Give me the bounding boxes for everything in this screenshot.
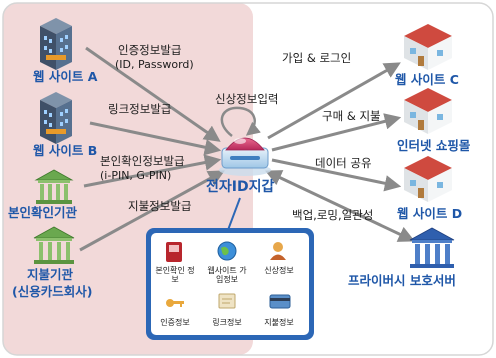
auth-issue-sub-label: (ID, Password): [115, 58, 194, 71]
payment-org-temple-icon: [33, 226, 75, 264]
site-a-label: 웹 사이트 A: [33, 69, 98, 84]
self-input-loop: [220, 106, 261, 137]
buy-pay-label: 구매 & 지불: [322, 109, 381, 123]
site-c-label: 웹 사이트 C: [395, 72, 459, 87]
link-document-icon: [218, 293, 236, 309]
identity-issue-sub-label: (i-PIN, G-PIN): [100, 169, 172, 182]
site-b-label: 웹 사이트 B: [33, 143, 98, 158]
payment-card-icon: [269, 294, 291, 309]
id-card-book-icon: [166, 242, 182, 262]
wallet-contents-box: 본인확인 정보 웹사이트 가입정보 신상정보 인증정보 링크정보 지불정보: [146, 228, 314, 340]
website-b-building-icon: [40, 92, 72, 144]
backup-label: 백업,로밍,일관성: [292, 208, 374, 222]
website-c-house-icon: [404, 24, 452, 70]
arrow-backup: [265, 170, 415, 242]
wallet-contents-inner: 본인확인 정보 웹사이트 가입정보 신상정보 인증정보 링크정보 지불정보: [151, 233, 309, 335]
privacy-server-temple-icon: [409, 227, 455, 268]
identity-issue-label: 본인확인정보발급: [100, 154, 185, 168]
wallet-item-label: 웹사이트 가입정보: [207, 266, 247, 284]
arrow-identity-issue: [83, 154, 222, 188]
arrow-auth-issue: [85, 46, 221, 142]
arrow-join-login: [267, 62, 401, 140]
wallet-device-icon: [219, 137, 271, 176]
website-d-house-icon: [404, 156, 452, 202]
wallet-item-label: 인증정보: [160, 318, 190, 327]
identity-org-temple-icon: [34, 169, 74, 204]
payment-issue-label: 지불정보발급: [128, 199, 192, 213]
privacy-server-label: 프라이버시 보호서버: [348, 273, 456, 288]
data-share-label: 데이터 공유: [315, 156, 372, 170]
arrow-link-issue: [89, 121, 222, 156]
payment-org-label: 지불기관: [27, 267, 74, 282]
self-input-label: 신상정보입력: [215, 92, 279, 106]
arrow-payment-issue: [79, 170, 225, 252]
shop-house-icon: [404, 88, 452, 134]
shop-label: 인터넷 쇼핑몰: [397, 138, 471, 153]
wallet-item-label: 본인확인 정보: [155, 266, 195, 284]
wallet-item-label: 신상정보: [264, 266, 294, 275]
wallet-title: 전자ID지갑: [206, 179, 275, 195]
key-icon: [166, 299, 184, 307]
identity-org-label: 본인확인기관: [8, 205, 78, 220]
person-icon: [270, 242, 286, 260]
arrow-buy-pay: [271, 113, 402, 152]
payment-org-sub-label: (신용카드회사): [12, 284, 93, 299]
auth-issue-label: 인증정보발급: [118, 43, 182, 57]
join-login-label: 가입 & 로그인: [282, 51, 352, 65]
website-a-building-icon: [40, 18, 72, 70]
wallet-item-label: 링크정보: [212, 318, 242, 327]
site-d-label: 웹 사이트 D: [397, 206, 463, 221]
globe-icon: [217, 241, 237, 261]
wallet-item-label: 지불정보: [264, 318, 294, 327]
link-issue-label: 링크정보발급: [108, 102, 172, 116]
